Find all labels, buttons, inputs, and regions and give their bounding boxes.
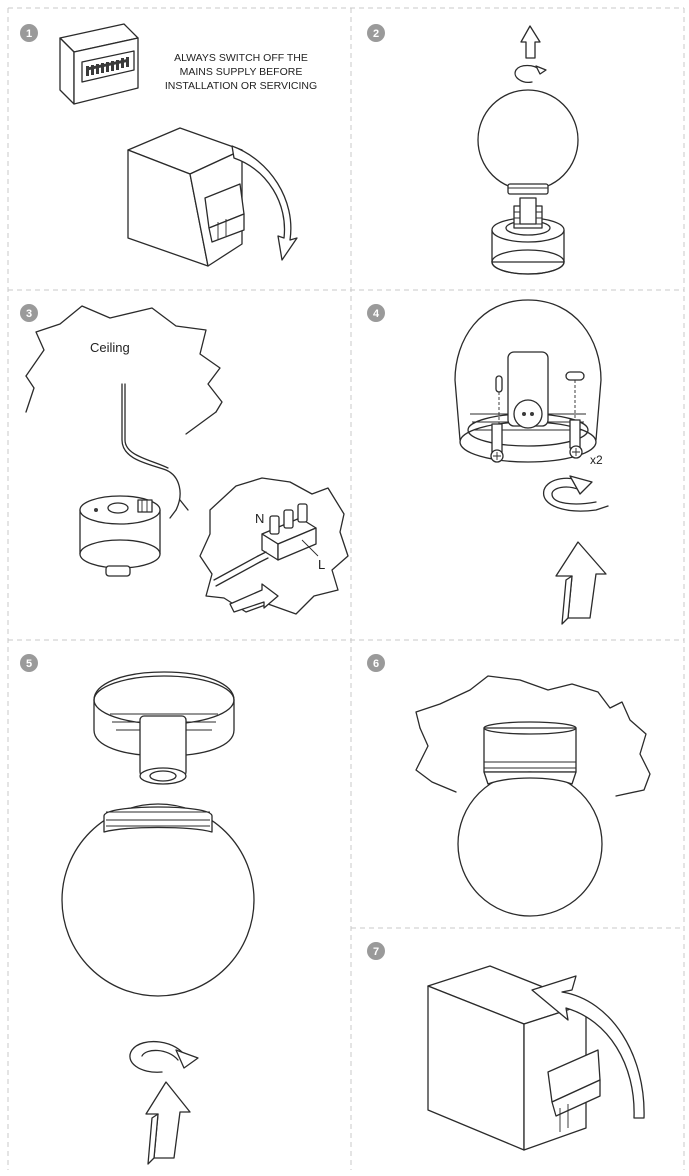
lamp-base-icon [94,672,234,784]
svg-text:7: 7 [373,946,379,958]
glass-globe-icon [62,804,254,996]
rotate-arrow-icon [544,476,608,511]
svg-text:MAINS SUPPLY BEFORE: MAINS SUPPLY BEFORE [180,66,303,78]
svg-text:x2: x2 [590,453,603,467]
step-5-badge: 5 [20,654,38,672]
rotate-arrow-icon [130,1042,198,1073]
step-3-badge: 3 [20,304,38,322]
svg-text:1: 1 [26,28,32,40]
up-arrow-icon [521,26,540,58]
rotate-arrow-icon [515,66,546,83]
ceiling-base-icon [80,496,160,576]
up-arrow-icon [556,542,606,624]
switch-box-off-icon [128,128,244,266]
ceiling-outline: Ceiling [26,306,222,434]
svg-text:Ceiling: Ceiling [90,340,130,355]
lamp-base-icon [492,198,564,274]
up-arrow-icon [146,1082,190,1164]
svg-text:4: 4 [373,308,380,320]
step-6-badge: 6 [367,654,385,672]
installed-lamp-icon [458,722,602,916]
step-7-badge: 7 [367,942,385,960]
svg-text:N: N [255,511,264,526]
switch-box-on-icon [428,966,600,1150]
step-4-badge: 4 [367,304,385,322]
safety-warning: ALWAYS SWITCH OFF THE MAINS SUPPLY BEFOR… [165,52,317,92]
glass-globe-icon [478,90,578,194]
svg-text:2: 2 [373,28,379,40]
step-2-badge: 2 [367,24,385,42]
svg-text:6: 6 [373,658,379,670]
svg-text:ALWAYS SWITCH OFF THE: ALWAYS SWITCH OFF THE [174,52,308,64]
svg-text:INSTALLATION OR SERVICING: INSTALLATION OR SERVICING [165,80,317,92]
step-1-badge: 1 [20,24,38,42]
svg-text:L: L [318,557,325,572]
fuse-box-icon [60,24,138,104]
svg-text:5: 5 [26,658,32,670]
svg-text:3: 3 [26,308,32,320]
terminal-detail-icon: N L [200,478,348,614]
